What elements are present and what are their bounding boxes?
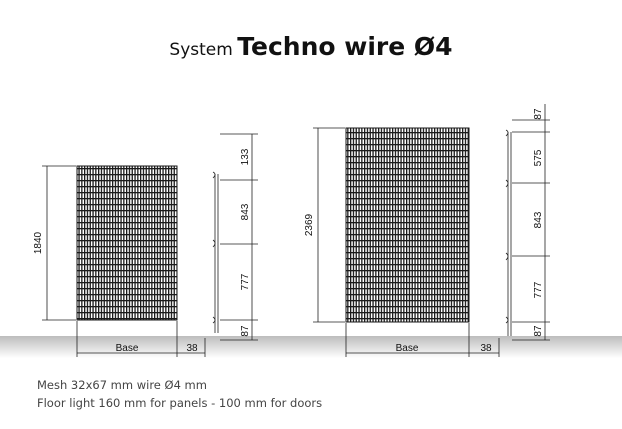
note-floor-light: Floor light 160 mm for panels - 100 mm f… xyxy=(37,396,323,410)
panel-2-gap-label: 38 xyxy=(480,343,492,354)
panel-2-height-label: 2369 xyxy=(304,213,315,236)
panel-2-segment-label: 777 xyxy=(533,281,544,298)
panel-1-height-label: 1840 xyxy=(33,231,44,254)
panel-1-segment-label: 777 xyxy=(240,273,251,290)
panel-1-segment-label: 87 xyxy=(240,325,251,337)
panel-1-segment-label: 843 xyxy=(240,203,251,220)
title-prefix: System xyxy=(169,40,233,60)
panel-2-segment-label: 87 xyxy=(533,325,544,337)
note-mesh: Mesh 32x67 mm wire Ø4 mm xyxy=(37,378,207,392)
panel-1-base-label: Base xyxy=(116,343,139,354)
panel-2: 2369 Base 38 87 575 843 777 87 xyxy=(304,104,550,357)
notes: Mesh 32x67 mm wire Ø4 mm Floor light 160… xyxy=(37,376,322,412)
panel-2-segment-label: 87 xyxy=(533,108,544,120)
page-title: System Techno wire Ø4 xyxy=(0,32,622,61)
panel-1-gap-label: 38 xyxy=(186,343,198,354)
panel-2-segment-label: 575 xyxy=(533,149,544,166)
panel-1-segment-label: 133 xyxy=(240,148,251,165)
panel-1: 1840 Base 38 133 843 777 87 xyxy=(33,133,258,357)
panel-2-mesh xyxy=(345,127,470,323)
panel-2-base-label: Base xyxy=(396,343,419,354)
title-main: Techno wire Ø4 xyxy=(237,32,453,61)
panel-1-mesh xyxy=(76,165,178,321)
ground-band xyxy=(0,336,622,358)
panel-2-segment-label: 843 xyxy=(533,211,544,228)
